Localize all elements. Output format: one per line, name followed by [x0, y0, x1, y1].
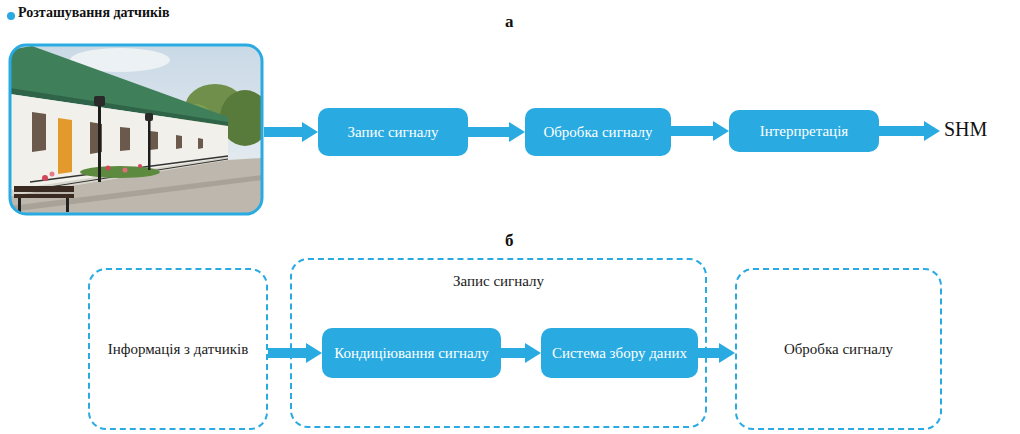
- node-text: Інтерпретація: [754, 122, 854, 140]
- node-text: Кондиціювання сигналу: [328, 344, 495, 362]
- flow-arrow: [268, 348, 306, 358]
- flow-arrow: [501, 348, 525, 358]
- node-text: Запис сигналу: [447, 272, 550, 290]
- flow-arrow: [468, 127, 509, 137]
- process-box: Система збору даних: [541, 328, 698, 378]
- process-box: Кондиціювання сигналу: [322, 328, 501, 378]
- node-text: Система збору даних: [546, 344, 693, 362]
- building-photo: [10, 45, 262, 214]
- flow-arrow: [879, 126, 924, 136]
- panel-letter: а: [505, 12, 514, 32]
- process-box: Запис сигналу: [318, 108, 468, 156]
- dashed-stage-box: Обробка сигналу: [735, 268, 942, 430]
- process-box: Інтерпретація: [729, 110, 879, 152]
- dashed-stage-box: Інформація з датчиків: [88, 268, 268, 430]
- flow-arrow: [698, 348, 719, 358]
- flow-arrow: [264, 127, 302, 137]
- flow-arrow: [671, 126, 713, 136]
- legend-text: Розташування датчиків: [18, 5, 170, 21]
- panel-letter: б: [505, 231, 514, 251]
- process-box: Обробка сигналу: [525, 108, 671, 156]
- output-label: SHM: [944, 118, 987, 141]
- dashed-group-box: Запис сигналуКондиціювання сигналу Систем…: [290, 258, 707, 428]
- legend-dot: [7, 12, 15, 20]
- node-text: Запис сигналу: [341, 123, 444, 141]
- node-text: Інформація з датчиків: [102, 340, 255, 358]
- node-text: Обробка сигналу: [778, 340, 899, 358]
- node-text: Обробка сигналу: [537, 123, 658, 141]
- photo-frame: [10, 45, 262, 214]
